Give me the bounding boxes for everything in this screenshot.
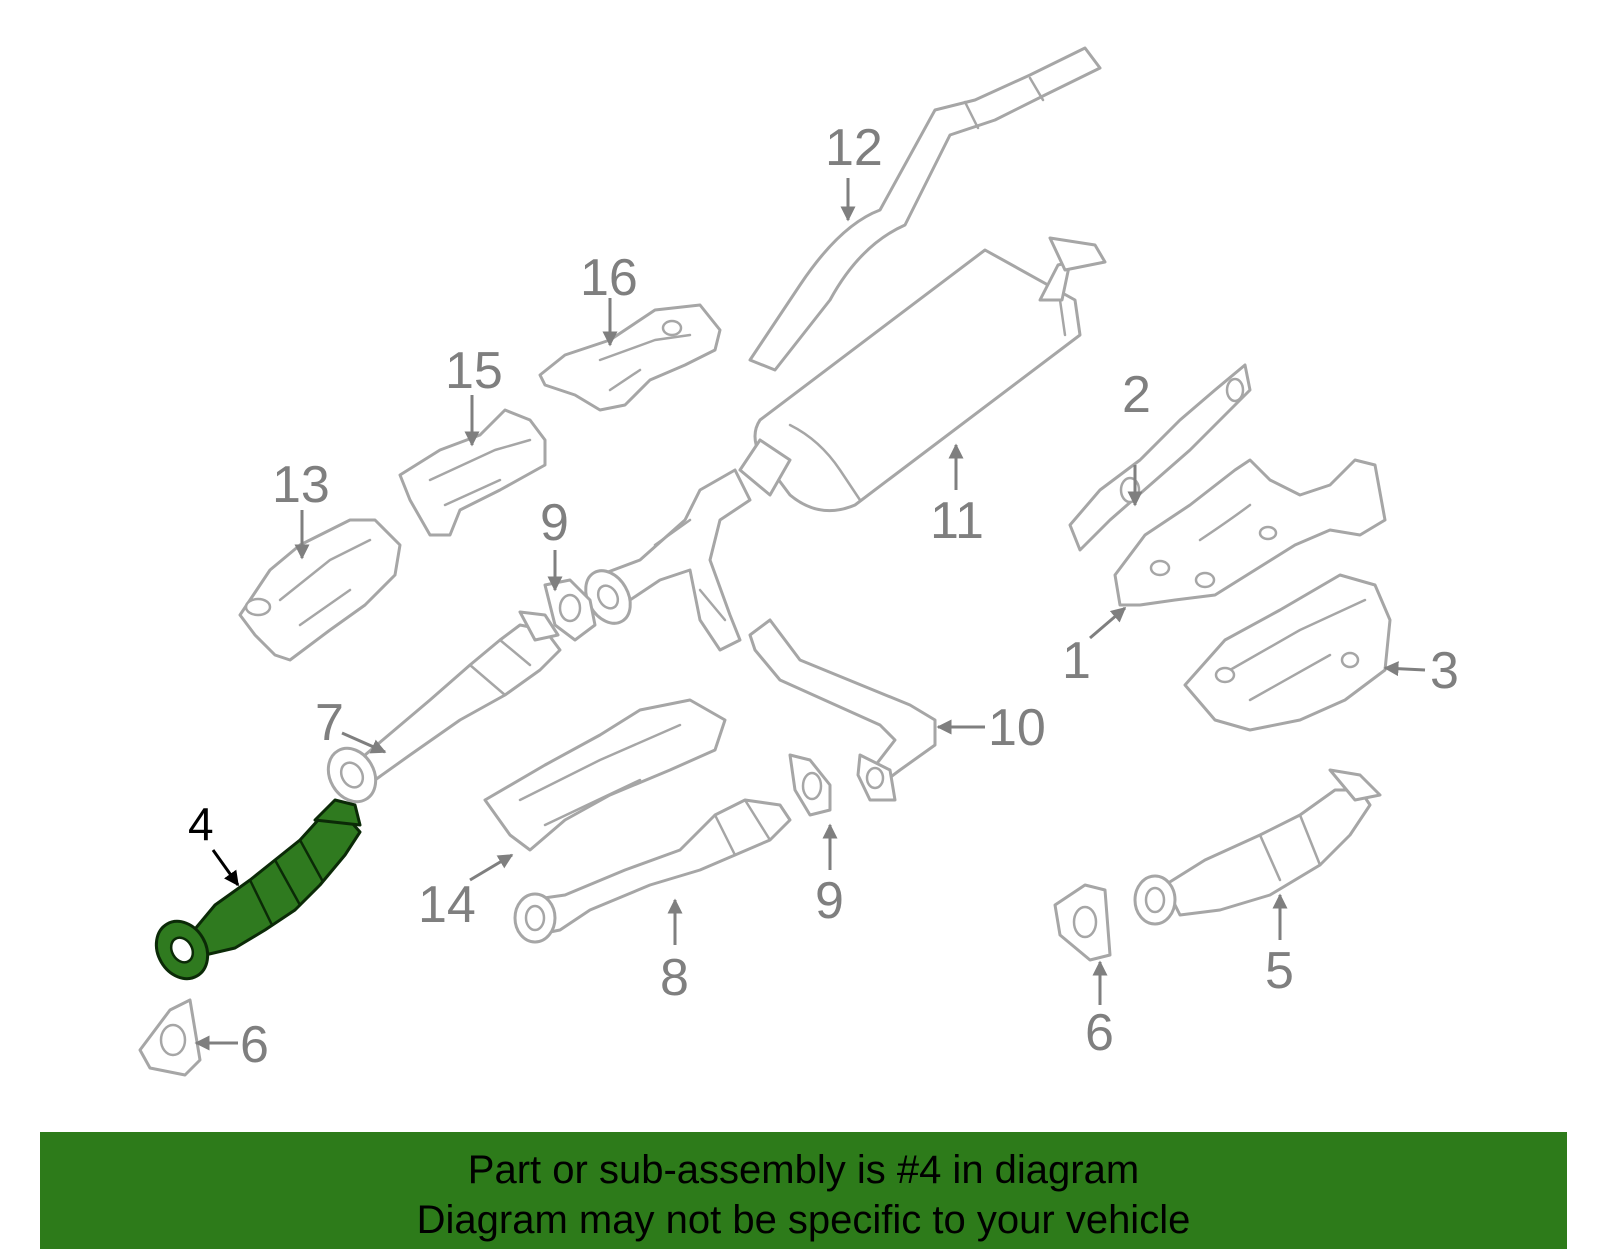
part-6-gasket-left <box>138 998 202 1077</box>
callout-12: 12 <box>825 119 883 177</box>
callout-11: 11 <box>930 492 984 550</box>
callout-8: 8 <box>660 949 689 1007</box>
part-7-converter-pipe <box>326 610 562 804</box>
callout-labels: 12 11 16 15 13 9 7 14 8 9 10 2 1 3 5 6 6… <box>188 119 1459 1074</box>
callout-6-right: 6 <box>1085 1004 1114 1062</box>
info-banner: Part or sub-assembly is #4 in diagram Di… <box>40 1132 1567 1249</box>
part-8-converter-pipe <box>513 798 792 944</box>
part-16-heat-shield <box>538 303 722 412</box>
callout-3: 3 <box>1430 642 1459 700</box>
callout-6-left: 6 <box>240 1016 269 1074</box>
part-5-catalytic-converter <box>1133 768 1382 926</box>
part-3-manifold-heat-shield <box>1183 573 1392 732</box>
callout-10: 10 <box>988 699 1046 757</box>
part-13-heat-shield <box>238 518 402 662</box>
part-4-catalytic-converter-highlighted[interactable] <box>146 798 362 988</box>
callout-9-lower: 9 <box>815 872 844 930</box>
part-1-exhaust-manifold <box>1113 458 1387 607</box>
part-9-gasket-upper <box>543 578 597 642</box>
callout-9-upper: 9 <box>540 494 569 552</box>
callout-5: 5 <box>1265 942 1294 1000</box>
part-9-gasket-lower <box>788 753 832 817</box>
callout-13: 13 <box>272 456 330 514</box>
callout-2: 2 <box>1122 366 1151 424</box>
part-11-muffler <box>738 236 1107 513</box>
callout-16: 16 <box>580 249 638 307</box>
callout-1: 1 <box>1062 632 1091 690</box>
part-10-pipe <box>748 618 937 802</box>
exhaust-system-diagram: 12 11 16 15 13 9 7 14 8 9 10 2 1 3 5 6 6… <box>138 46 1459 1077</box>
part-15-heat-shield <box>398 408 547 537</box>
banner-line-disclaimer: Diagram may not be specific to your vehi… <box>416 1198 1191 1242</box>
callout-15: 15 <box>445 342 503 400</box>
part-12-tail-pipe <box>748 46 1102 372</box>
callout-7: 7 <box>315 694 344 752</box>
leader-lines <box>194 178 1426 1051</box>
banner-line-part-number: Part or sub-assembly is #4 in diagram <box>467 1148 1140 1192</box>
callout-4-highlighted: 4 <box>188 798 214 850</box>
part-14-heat-shield <box>483 698 727 852</box>
part-y-pipe <box>584 468 752 652</box>
callout-14: 14 <box>418 876 476 934</box>
part-6-gasket-right <box>1053 883 1112 962</box>
